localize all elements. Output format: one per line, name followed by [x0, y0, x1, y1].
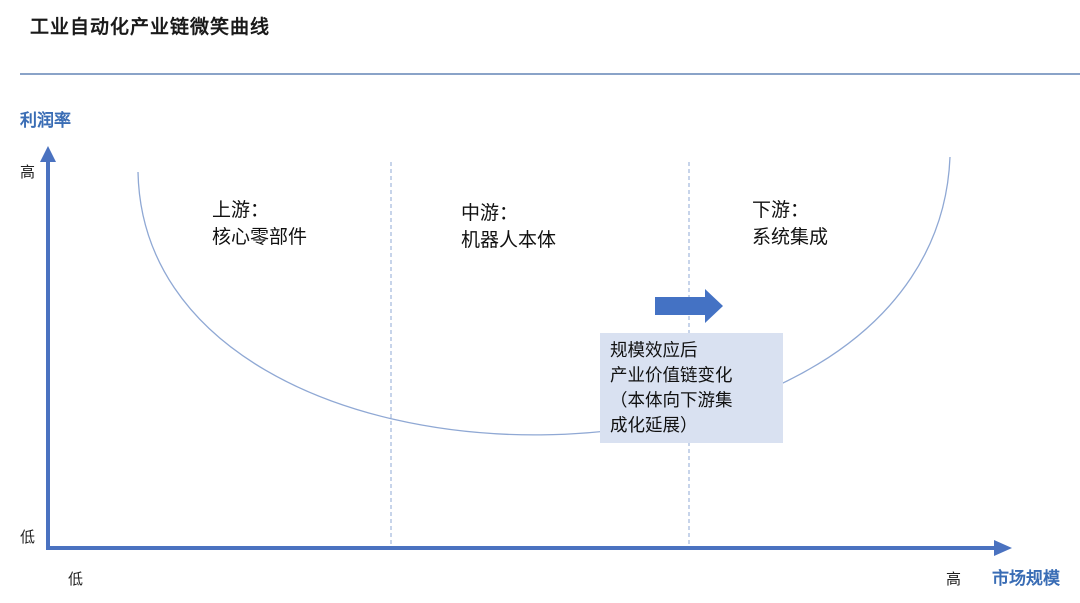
note-line-1: 规模效应后	[610, 341, 698, 361]
x-axis-high-label: 高	[946, 570, 962, 588]
segment-upstream: 上游： 核心零部件	[212, 197, 307, 251]
segment-midstream: 中游： 机器人本体	[461, 200, 556, 254]
y-axis-title: 利润率	[20, 111, 71, 131]
note-line-2: 产业价值链变化	[610, 366, 733, 386]
segment-midstream-heading: 中游：	[461, 202, 519, 224]
segment-downstream-content: 系统集成	[752, 226, 829, 248]
y-axis-low-label: 低	[20, 528, 36, 546]
page-title: 工业自动化产业链微笑曲线	[30, 16, 271, 38]
x-axis-low-label: 低	[68, 570, 84, 588]
smile-curve	[137, 156, 951, 436]
segment-upstream-content: 核心零部件	[212, 226, 308, 248]
scale-effect-note: 规模效应后 产业价值链变化 （本体向下游集 成化延展）	[600, 333, 783, 443]
segment-downstream: 下游： 系统集成	[752, 197, 828, 251]
x-axis-title: 市场规模	[992, 569, 1060, 589]
note-line-3: （本体向下游集	[610, 391, 733, 411]
shift-right-arrow	[655, 289, 723, 323]
segment-downstream-heading: 下游：	[752, 199, 810, 221]
y-axis-high-label: 高	[20, 163, 36, 181]
note-line-4: 成化延展）	[610, 416, 698, 436]
y-axis-arrowhead	[40, 146, 56, 162]
segment-midstream-content: 机器人本体	[461, 229, 557, 251]
x-axis-arrowhead	[994, 540, 1012, 556]
title-divider	[20, 73, 1080, 75]
segment-upstream-heading: 上游：	[212, 199, 270, 221]
